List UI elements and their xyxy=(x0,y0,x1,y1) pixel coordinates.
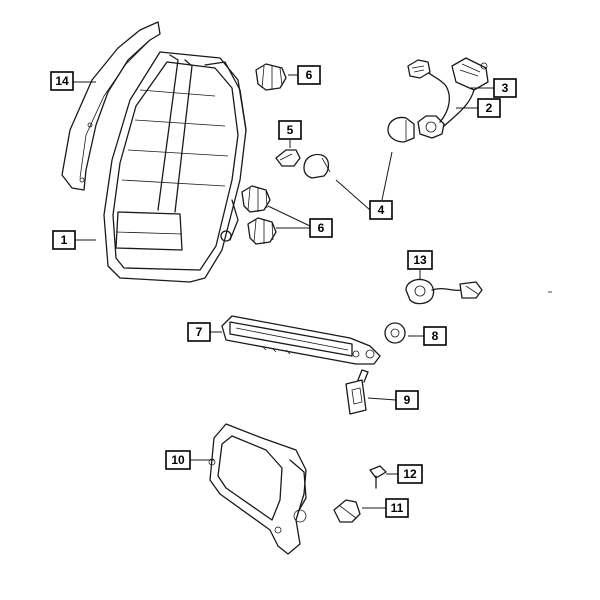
callout-11-label: 11 xyxy=(391,501,404,515)
callout-2: 2 xyxy=(477,98,501,118)
screw-part xyxy=(369,465,387,489)
license-lamp-housing-part xyxy=(208,423,307,555)
callout-6-bottom: 6 xyxy=(309,218,333,238)
callout-10-label: 10 xyxy=(171,453,185,467)
callout-2-label: 2 xyxy=(486,101,493,115)
callout-8-label: 8 xyxy=(432,329,439,343)
callout-6-bottom-label: 6 xyxy=(318,221,325,235)
callout-12-label: 12 xyxy=(403,467,417,481)
callout-12: 12 xyxy=(397,464,423,484)
callout-1-label: 1 xyxy=(61,233,68,247)
callout-13: 13 xyxy=(407,250,433,270)
callout-6-top: 6 xyxy=(297,65,321,85)
socket-pigtail-part xyxy=(405,278,483,305)
callout-4: 4 xyxy=(369,200,393,220)
callout-5-label: 5 xyxy=(287,123,294,137)
callout-14: 14 xyxy=(50,71,74,91)
callout-5: 5 xyxy=(278,120,302,140)
callout-6-top-label: 6 xyxy=(306,68,313,82)
wedge-bulb-part xyxy=(275,149,301,167)
wiring-harness-part xyxy=(407,57,489,139)
bulb-part xyxy=(303,153,331,179)
callout-3-label: 3 xyxy=(502,81,509,95)
license-bulb-socket-part xyxy=(333,499,361,523)
callout-9-label: 9 xyxy=(404,393,411,407)
bulb-socket-part xyxy=(247,217,277,245)
grommet-part xyxy=(384,322,406,344)
callout-8: 8 xyxy=(423,326,447,346)
callout-1: 1 xyxy=(52,230,76,250)
callout-7-label: 7 xyxy=(196,325,203,339)
callout-10: 10 xyxy=(165,450,191,470)
callout-3: 3 xyxy=(493,78,517,98)
bulb-part xyxy=(387,116,415,143)
mounting-clip-part xyxy=(345,369,369,415)
callout-13-label: 13 xyxy=(413,253,427,267)
leader-lines xyxy=(73,74,494,509)
callout-11: 11 xyxy=(385,498,409,518)
bulb-socket-part xyxy=(241,185,271,213)
callout-9: 9 xyxy=(395,390,419,410)
callout-7: 7 xyxy=(187,322,211,342)
bulb-socket-part xyxy=(255,63,287,91)
callout-4-label: 4 xyxy=(378,203,385,217)
trim-strip-part xyxy=(61,21,161,191)
high-mount-stop-lamp-part xyxy=(221,315,381,365)
callout-14-label: 14 xyxy=(55,74,69,88)
tail-lamp-assembly-part xyxy=(103,51,247,283)
